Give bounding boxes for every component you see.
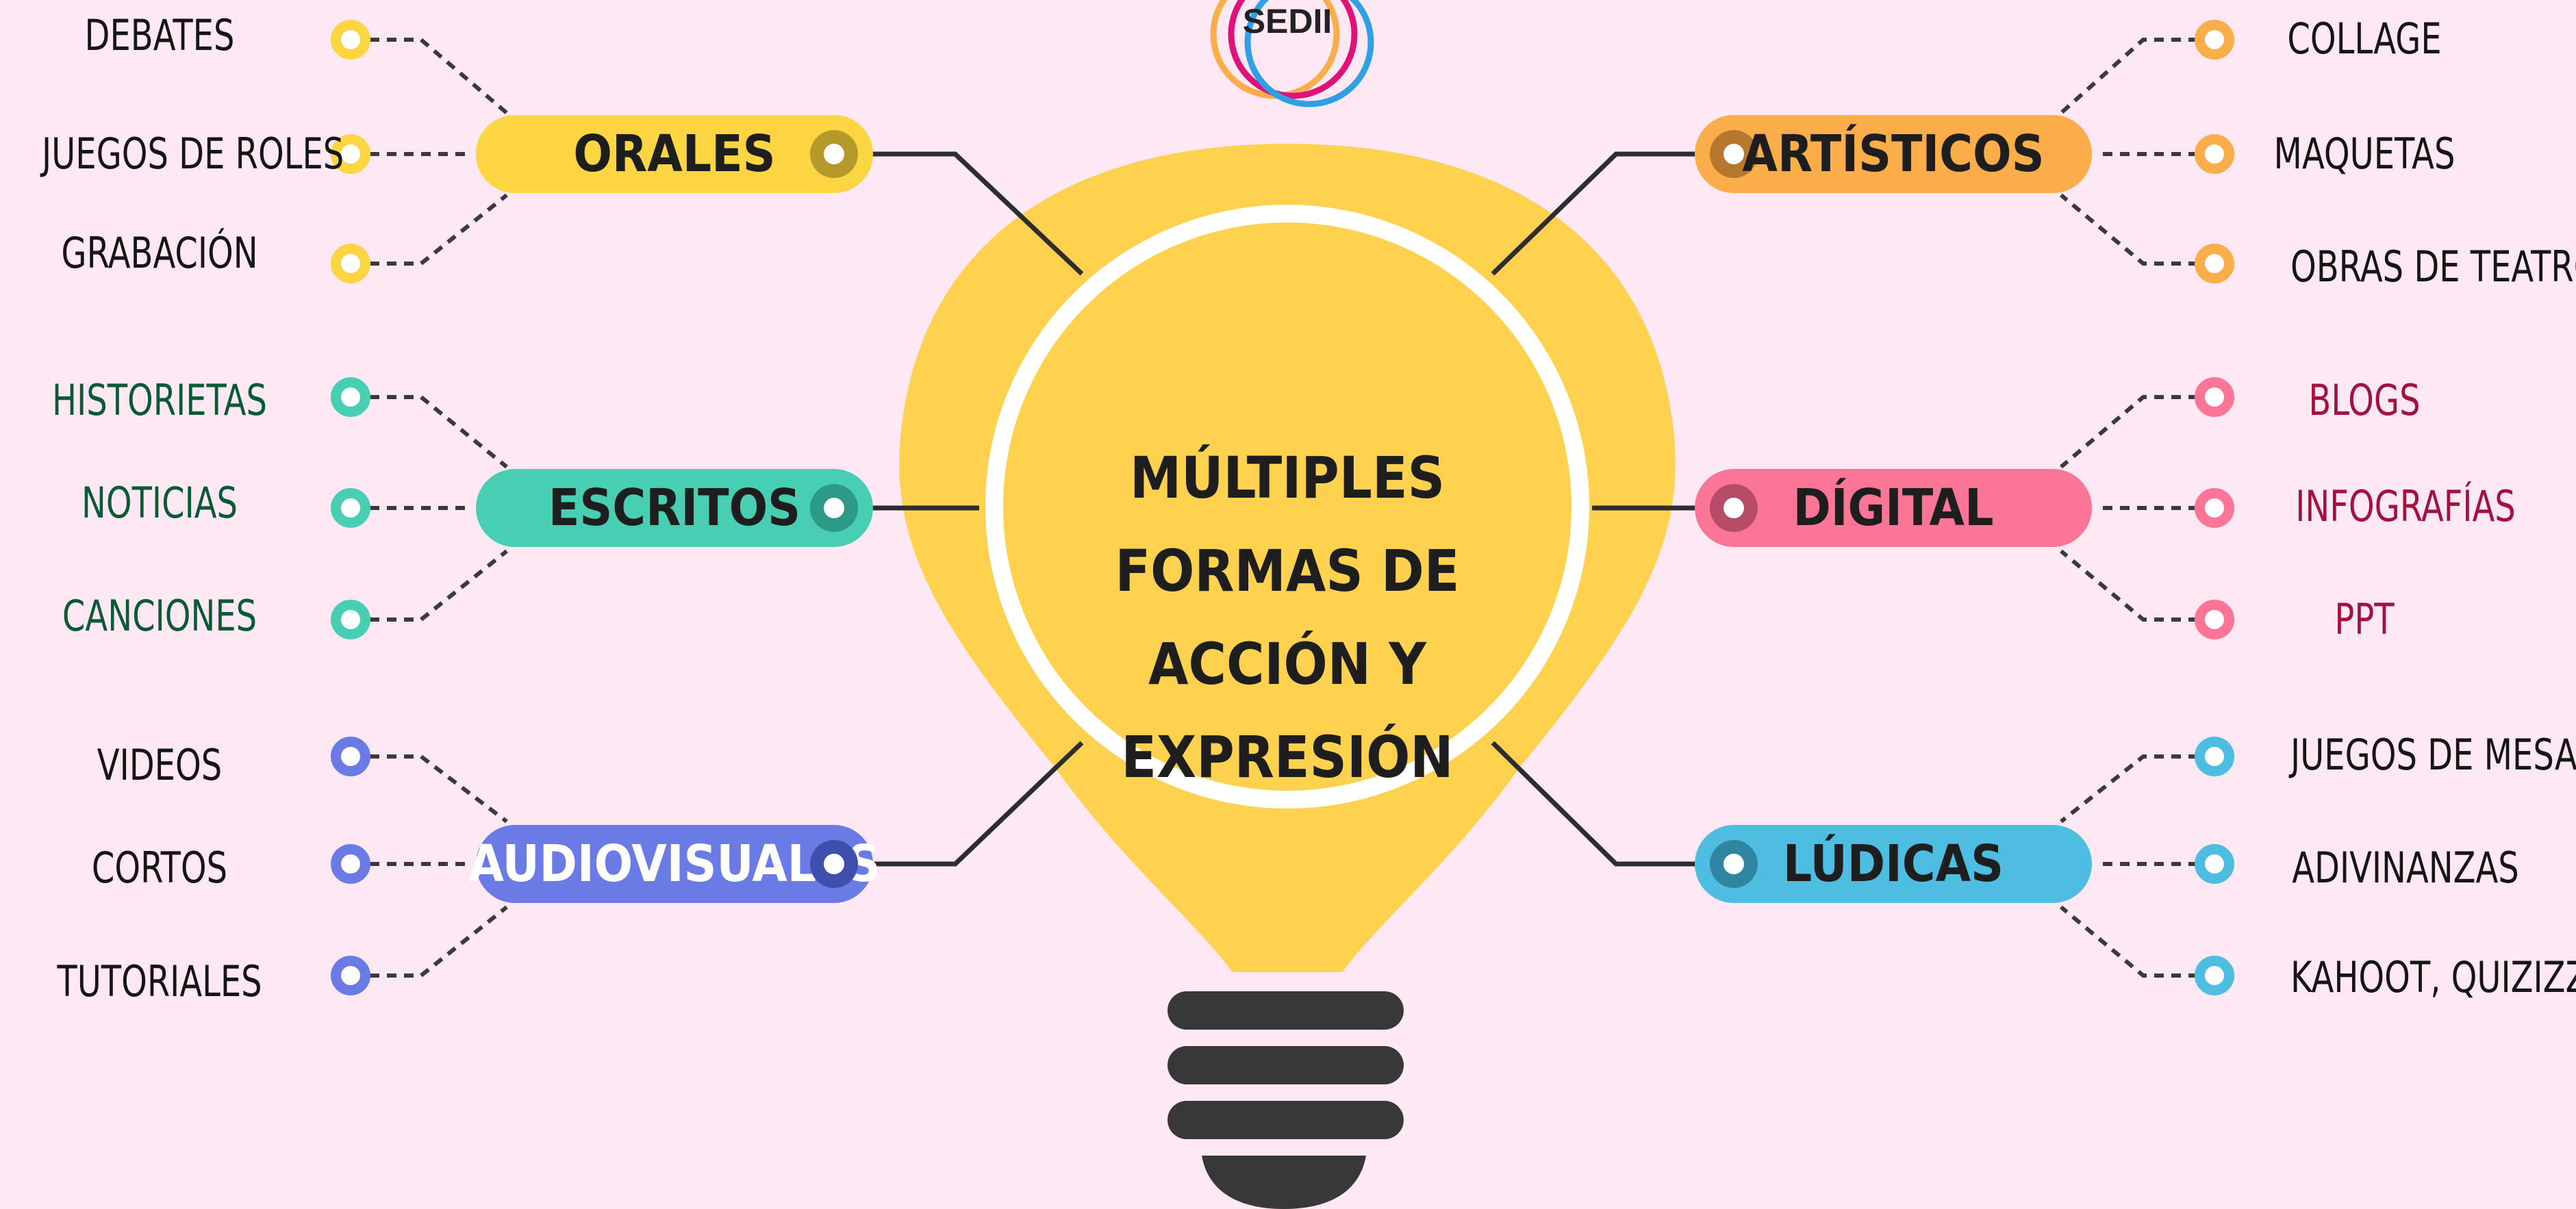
leaf-noticias: NOTICIAS <box>81 478 238 528</box>
leaf-node <box>331 600 370 639</box>
leaf-adivinanzas: ADIVINANZAS <box>2292 843 2519 893</box>
branch-audiovisuales-node <box>810 840 858 888</box>
bulb-base-band-2 <box>1167 1046 1404 1084</box>
leaf-historietas: HISTORIETAS <box>52 375 267 425</box>
logo-rings <box>1210 0 1374 107</box>
leaf-connectors <box>370 38 2198 978</box>
leaf-node <box>331 377 370 417</box>
leaf-node <box>2195 488 2234 528</box>
branch-orales-label: ORALES <box>573 125 776 183</box>
leaf-node <box>2195 956 2234 995</box>
bulb-base-cap <box>1202 1156 1366 1209</box>
leaf-node <box>331 244 370 283</box>
branch-orales-node <box>810 130 858 178</box>
bulb-base-band-1 <box>1167 991 1404 1030</box>
leaf-node <box>331 956 370 995</box>
leaf-kahoot-quizizz: KAHOOT, QUIZIZZ <box>2290 952 2576 1002</box>
branch-artisticos-label: ARTÍSTICOS <box>1742 125 2045 183</box>
central-topic: MÚLTIPLES FORMAS DE ACCIÓN Y EXPRESIÓN <box>1007 431 1568 804</box>
leaf-debates: DEBATES <box>84 10 235 60</box>
leaf-ppt: PPT <box>2334 594 2395 644</box>
leaf-tutoriales: TUTORIALES <box>57 956 262 1006</box>
leaf-node <box>331 488 370 528</box>
leaf-node <box>331 134 370 174</box>
branch-ludicas-node <box>1710 840 1758 888</box>
leaf-node <box>2195 844 2234 884</box>
leaf-node <box>2195 600 2234 639</box>
branch-escritos-node <box>810 484 858 532</box>
leaf-blogs: BLOGS <box>2308 375 2421 425</box>
leaf-grabacion: GRABACIÓN <box>61 228 258 278</box>
leaf-cortos: CORTOS <box>91 843 228 893</box>
leaf-node <box>331 844 370 884</box>
leaf-node <box>2195 134 2234 174</box>
leaf-node <box>2195 377 2234 417</box>
branch-digital-node <box>1710 484 1758 532</box>
branch-ludicas: LÚDICAS <box>1695 825 2092 903</box>
leaf-node <box>2195 20 2234 60</box>
branch-artisticos: ARTÍSTICOS <box>1695 115 2092 193</box>
leaf-collage: COLLAGE <box>2287 14 2442 64</box>
leaf-maquetas: MAQUETAS <box>2273 129 2455 179</box>
logo-text: SEDII <box>1242 2 1333 40</box>
bulb-base-band-3 <box>1167 1101 1404 1139</box>
bulb-glass <box>899 144 1676 972</box>
branch-orales: ORALES <box>476 115 873 193</box>
branch-audiovisuales: AUDIOVISUALES <box>468 825 881 903</box>
leaf-canciones: CANCIONES <box>62 591 257 641</box>
bulb-ring <box>985 205 1589 809</box>
central-topic-line-2: ACCIÓN Y EXPRESIÓN <box>1121 631 1454 791</box>
branch-escritos: ESCRITOS <box>476 469 873 547</box>
leaf-node <box>2195 244 2234 283</box>
main-connectors <box>866 151 1705 867</box>
branch-artisticos-node <box>1710 130 1758 178</box>
branch-digital: DÍGITAL <box>1695 469 2092 547</box>
leaf-infografias: INFOGRAFÍAS <box>2295 481 2516 531</box>
leaf-obras-de-teatro: OBRAS DE TEATRO <box>2290 242 2576 292</box>
leaf-node <box>331 737 370 776</box>
central-topic-line-1: MÚLTIPLES FORMAS DE <box>1115 444 1460 604</box>
leaf-juegos-de-roles: JUEGOS DE ROLES <box>42 129 344 179</box>
leaf-node <box>331 20 370 60</box>
leaf-juegos-de-mesas: JUEGOS DE MESAS <box>2290 730 2576 780</box>
lightbulb <box>899 144 1676 1209</box>
leaf-node <box>2195 737 2234 776</box>
branch-ludicas-label: LÚDICAS <box>1782 835 2004 893</box>
branch-digital-label: DÍGITAL <box>1793 479 1994 537</box>
leaf-videos: VIDEOS <box>97 740 223 790</box>
branch-escritos-label: ESCRITOS <box>548 479 801 537</box>
